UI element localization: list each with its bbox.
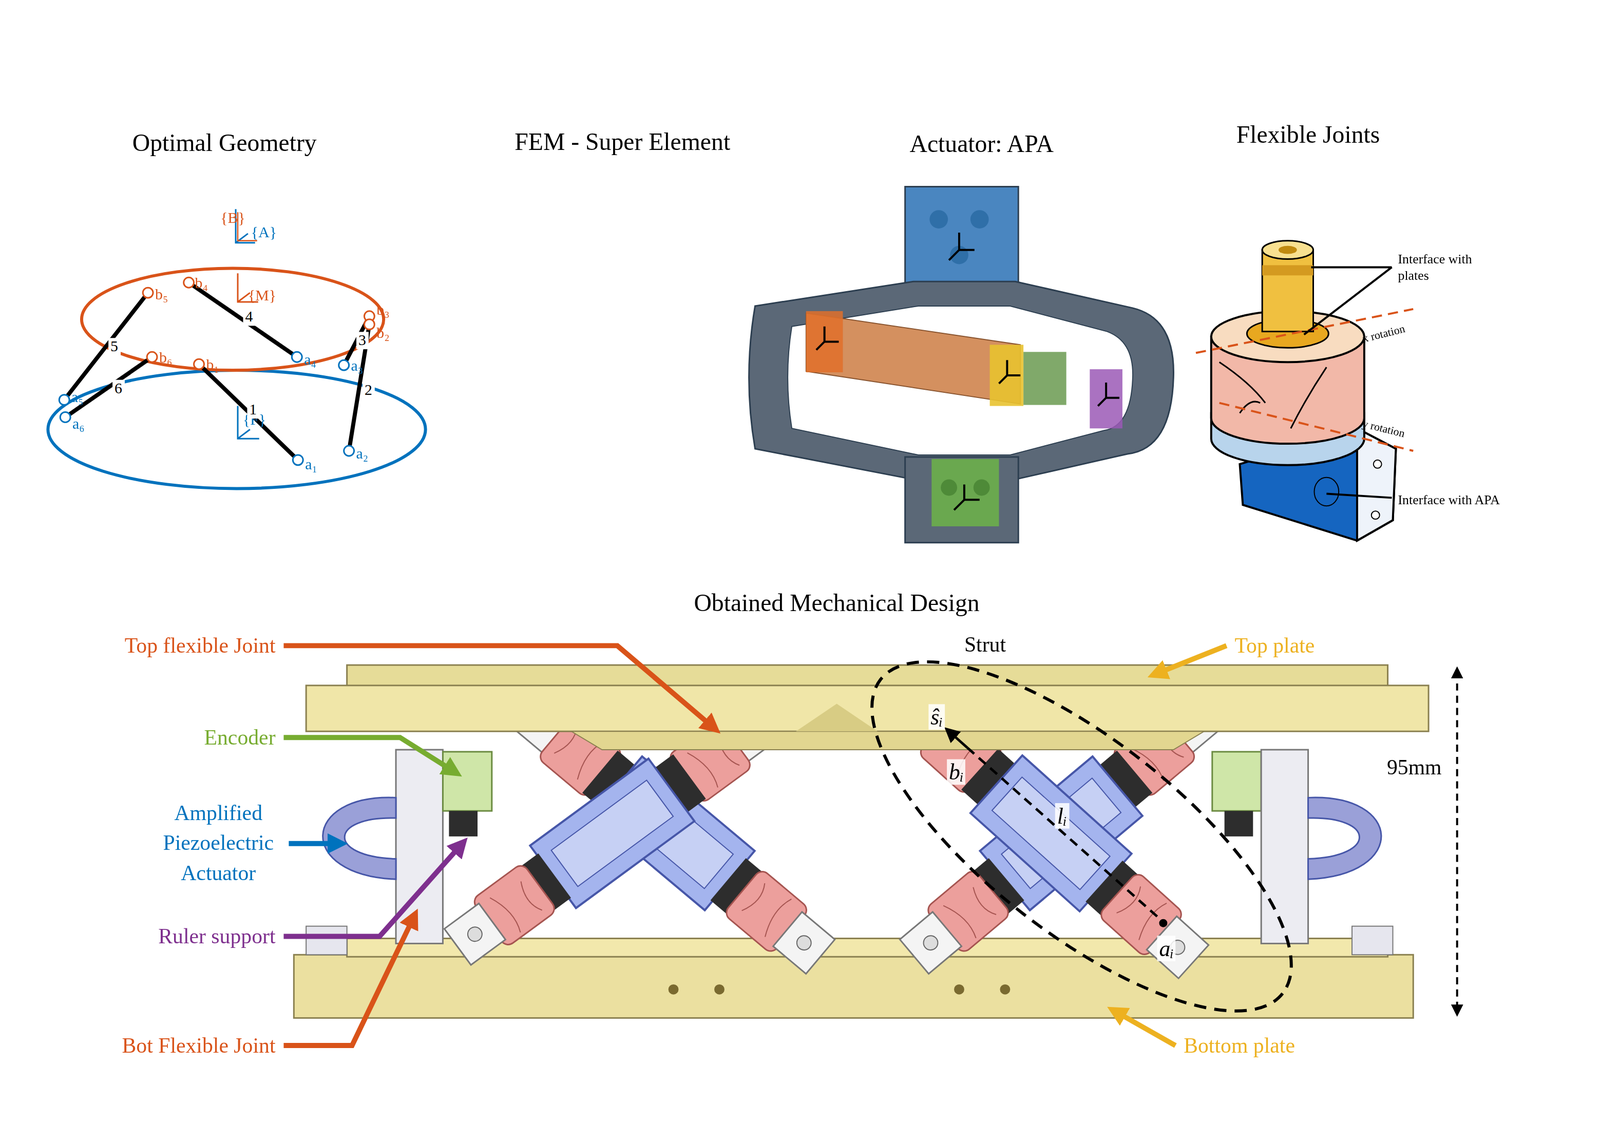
frame-label: {M} bbox=[248, 287, 277, 305]
callout-label: Top plate bbox=[1234, 633, 1316, 658]
strut-number: 1 bbox=[246, 401, 259, 419]
vector-label: bᵢ bbox=[946, 759, 966, 786]
callout-label: Top flexible Joint bbox=[124, 633, 276, 658]
point-label: b₄ bbox=[195, 274, 208, 293]
point-label: a₆ bbox=[72, 415, 85, 433]
point-label: a₃ bbox=[351, 357, 364, 375]
callout-label: Ruler support bbox=[158, 924, 276, 949]
strut-number: 4 bbox=[242, 308, 255, 327]
vector-label: ŝᵢ bbox=[928, 703, 945, 730]
frame-label: {B} bbox=[220, 209, 246, 227]
point-label: a₁ bbox=[305, 456, 318, 474]
strut-number: 6 bbox=[112, 379, 125, 398]
point-label: a₂ bbox=[356, 445, 369, 463]
point-label: b₃ bbox=[376, 301, 390, 319]
section-title: Optimal Geometry bbox=[132, 129, 317, 159]
joint-note: Interface with APA bbox=[1397, 491, 1500, 508]
point-label: b₅ bbox=[155, 286, 168, 304]
section-title: Flexible Joints bbox=[1236, 121, 1381, 150]
callout-label: Bottom plate bbox=[1183, 1033, 1295, 1058]
joint-note: x rotation bbox=[1361, 321, 1407, 346]
dashed-ellipse bbox=[867, 632, 1297, 1031]
point-label: b₂ bbox=[376, 324, 390, 342]
strut-outline: Strut bbox=[867, 632, 1297, 1031]
frame-label: {A} bbox=[251, 223, 277, 242]
section-title: Actuator: APA bbox=[909, 130, 1054, 160]
callout-label: Encoder bbox=[204, 725, 276, 750]
point-label: b₁ bbox=[205, 356, 219, 374]
section-title: Obtained Mechanical Design bbox=[693, 589, 980, 619]
joint-note: Interface with plates bbox=[1397, 251, 1500, 283]
callout-label: Bot Flexible Joint bbox=[121, 1033, 276, 1058]
point-label: a₄ bbox=[303, 351, 317, 369]
strut-number: 5 bbox=[108, 337, 121, 356]
vector-label: lᵢ bbox=[1055, 803, 1070, 829]
callout-label: Amplified Piezoelectric Actuator bbox=[154, 798, 282, 889]
dimension: 95mm bbox=[1386, 754, 1442, 780]
vector-label: aᵢ bbox=[1156, 935, 1176, 962]
strut-number: 2 bbox=[362, 382, 375, 400]
strut-number: 3 bbox=[356, 331, 369, 350]
point-label: a₅ bbox=[71, 389, 84, 407]
point-label: b₆ bbox=[159, 349, 173, 367]
strut-heading: Strut bbox=[964, 632, 1006, 659]
section-title: FEM - Super Element bbox=[514, 128, 731, 158]
